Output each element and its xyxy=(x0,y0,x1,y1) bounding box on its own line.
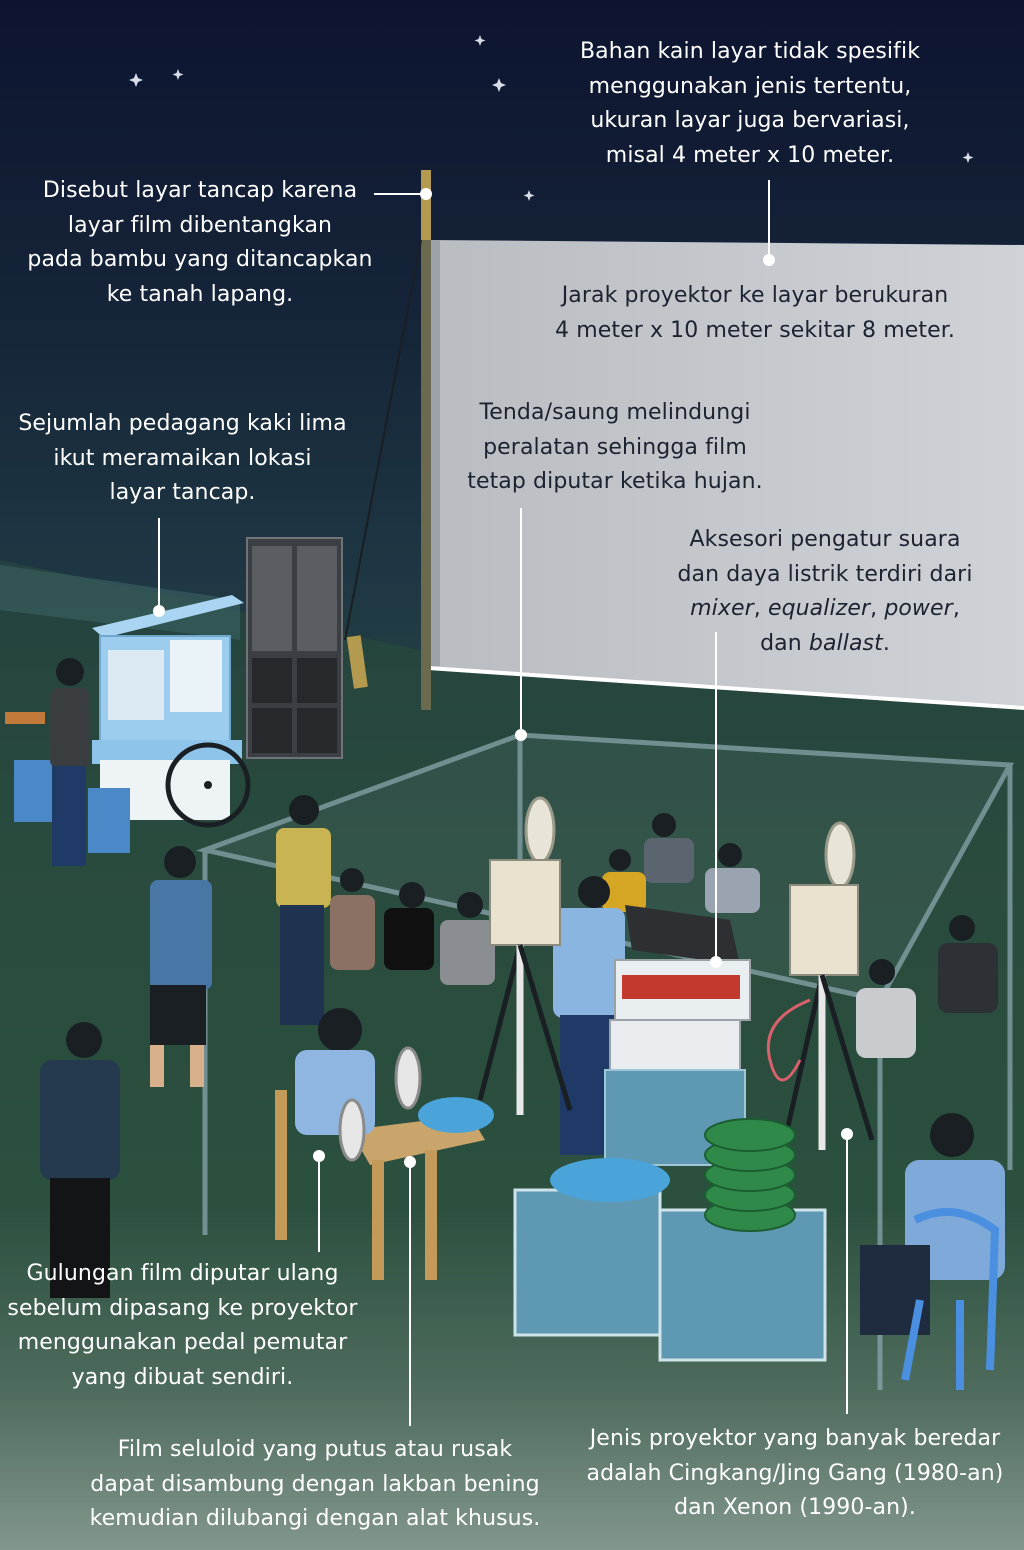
caption-line: ke tanah lapang. xyxy=(106,281,294,307)
caption-fabric: Bahan kain layar tidak spesifik mengguna… xyxy=(560,35,940,173)
projector-right xyxy=(766,821,875,1150)
road-band xyxy=(0,565,240,640)
leader-rewind-dot xyxy=(313,1150,325,1162)
caption-line: adalah Cingkang/Jing Gang (1980-an) xyxy=(586,1460,1004,1486)
leader-rewind xyxy=(318,1156,320,1252)
vendor-customer xyxy=(50,658,90,866)
food-cart xyxy=(5,595,251,853)
caption-tent: Tenda/saung melindungi peralatan sehingg… xyxy=(460,396,770,500)
projector-left xyxy=(477,796,573,1115)
leader-accessory xyxy=(715,632,717,962)
term-ballast: ballast xyxy=(808,630,883,656)
caption-line: Bahan kain layar tidak spesifik xyxy=(579,39,921,64)
caption-rewind: Gulungan film diputar ulang sebelum dipa… xyxy=(0,1257,365,1395)
caption-line: tetap diputar ketika hujan. xyxy=(467,469,763,494)
caption-line: pada bambu yang ditancapkan xyxy=(27,247,373,272)
term-equalizer: equalizer xyxy=(767,596,871,621)
standing-hoodie xyxy=(40,1022,120,1298)
leader-bamboo xyxy=(374,193,424,195)
leader-fabric-dot xyxy=(763,254,775,266)
caption-bamboo: Disebut layar tancap karena layar film d… xyxy=(20,174,380,312)
stars xyxy=(129,35,974,201)
blue-chair xyxy=(901,1208,1000,1390)
caption-line: layar film dibentangkan xyxy=(67,212,333,238)
leader-accessory-dot xyxy=(710,956,722,968)
caption-accessory: Aksesori pengatur suara dan daya listrik… xyxy=(670,523,980,661)
caption-line: ukuran layar juga bervariasi, xyxy=(590,108,910,133)
term-mixer: mixer xyxy=(690,596,754,621)
term-power: power xyxy=(884,596,953,621)
crates xyxy=(513,1118,827,1362)
standing-yellow-shirt xyxy=(276,795,331,1025)
seated-audience xyxy=(330,813,998,1058)
caption-line: 4 meter x 10 meter sekitar 8 meter. xyxy=(555,317,955,343)
caption-line: peralatan sehingga film xyxy=(483,434,747,460)
caption-line: misal 4 meter x 10 meter. xyxy=(605,142,895,168)
caption-line: Tenda/saung melindungi xyxy=(479,400,751,425)
leader-vendors xyxy=(158,518,160,610)
caption-line: Aksesori pengatur suara xyxy=(689,527,961,552)
leader-vendors-dot xyxy=(153,605,165,617)
caption-word: dan xyxy=(760,630,802,656)
caption-line: mixer, equalizer, power, xyxy=(690,596,960,621)
caption-line: dan ballast. xyxy=(760,630,890,656)
leader-tent-dot xyxy=(515,729,527,741)
caption-line: Film seluloid yang putus atau rusak xyxy=(117,1437,513,1462)
caption-distance: Jarak proyektor ke layar berukuran 4 met… xyxy=(545,279,965,348)
caption-line: menggunakan pedal pemutar xyxy=(17,1330,348,1355)
caption-line: ikut meramaikan lokasi xyxy=(53,445,312,471)
caption-line: dan daya listrik terdiri dari xyxy=(677,561,973,587)
standing-blue-shirt xyxy=(150,846,212,1087)
rewind-table xyxy=(275,1008,494,1280)
caption-line: layar tancap. xyxy=(109,480,256,505)
leader-projector-dot xyxy=(841,1128,853,1140)
leader-tent xyxy=(520,508,522,734)
caption-line: dapat disambung dengan lakban bening xyxy=(90,1471,540,1497)
screen xyxy=(427,238,1024,710)
leader-projector xyxy=(846,1134,848,1414)
caption-vendors: Sejumlah pedagang kaki lima ikut meramai… xyxy=(10,407,355,511)
caption-line: Jarak proyektor ke layar berukuran xyxy=(561,283,949,308)
caption-line: Sejumlah pedagang kaki lima xyxy=(18,411,347,436)
caption-line: Gulungan film diputar ulang xyxy=(26,1261,339,1286)
caption-line: dan Xenon (1990-an). xyxy=(674,1495,916,1520)
speaker xyxy=(246,537,343,759)
leader-celluloid-dot xyxy=(404,1156,416,1168)
caption-line: Disebut layar tancap karena xyxy=(42,178,358,203)
caption-line: kemudian dilubangi dengan alat khusus. xyxy=(89,1506,541,1531)
caption-projector: Jenis proyektor yang banyak beredar adal… xyxy=(570,1422,1020,1526)
caption-line: sebelum dipasang ke proyektor xyxy=(7,1295,358,1321)
leader-celluloid xyxy=(409,1162,411,1426)
bamboo-poles xyxy=(344,170,431,710)
caption-line: Jenis proyektor yang banyak beredar xyxy=(589,1426,1001,1451)
leader-fabric xyxy=(768,180,770,260)
caption-celluloid: Film seluloid yang putus atau rusak dapa… xyxy=(80,1433,550,1537)
caption-line: menggunakan jenis tertentu, xyxy=(588,73,912,99)
caption-line: yang dibuat sendiri. xyxy=(71,1364,294,1390)
operator xyxy=(553,876,625,1155)
leader-bamboo-dot xyxy=(420,188,432,200)
